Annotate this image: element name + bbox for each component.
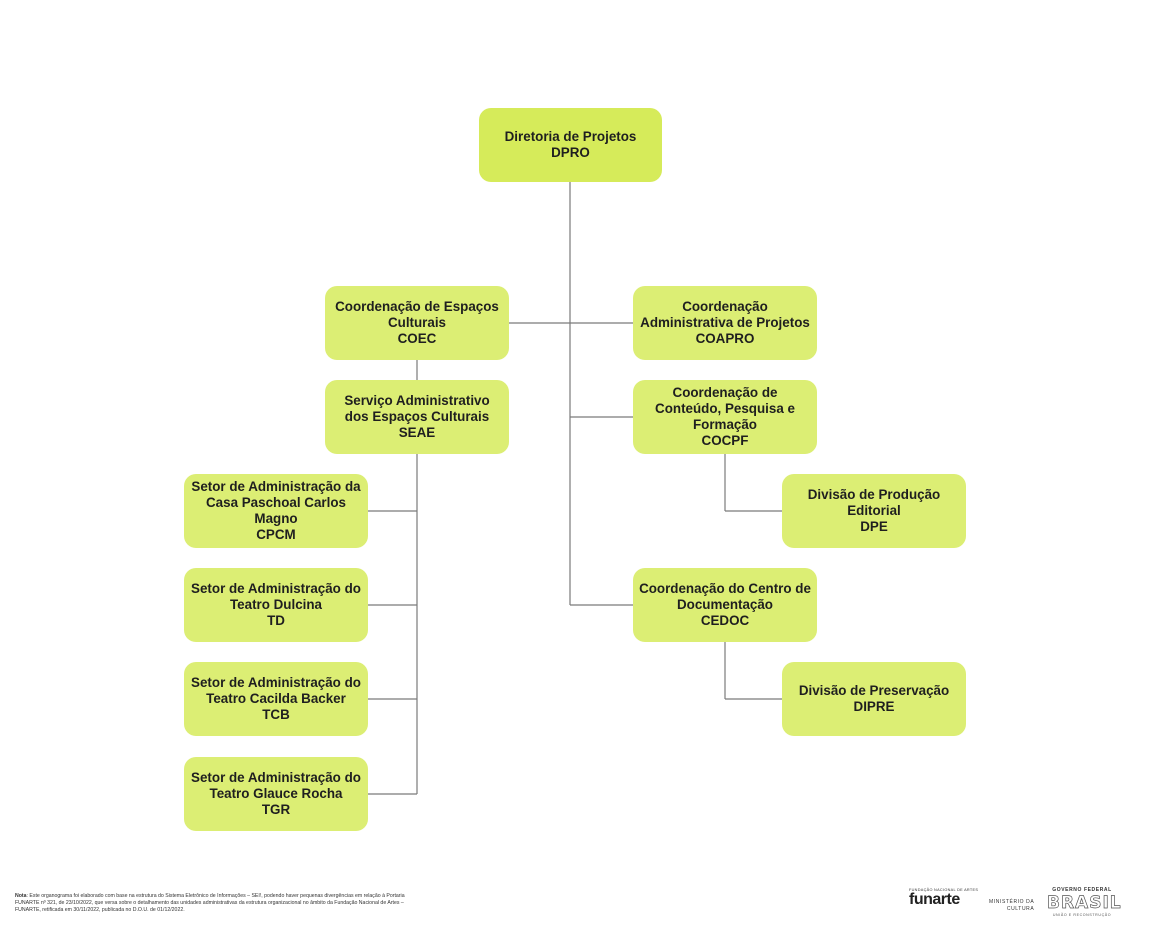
node-td: Setor de Administração do Teatro Dulcina… <box>184 568 368 642</box>
node-cpcm: Setor de Administração da Casa Paschoal … <box>184 474 368 548</box>
node-acronym: COCPF <box>701 433 749 448</box>
node-tcb: Setor de Administração do Teatro Cacilda… <box>184 662 368 736</box>
node-title: Setor de Administração da Casa Paschoal … <box>191 479 361 526</box>
government-logo: GOVERNO FEDERAL BRASIL UNIÃO E RECONSTRU… <box>1047 887 1122 917</box>
node-acronym: DIPRE <box>853 699 895 714</box>
logo-strip: FUNDAÇÃO NACIONAL DE ARTES funarte MINIS… <box>897 884 1125 924</box>
brasil-wordmark: BRASIL <box>1047 893 1122 914</box>
node-acronym: TCB <box>262 707 290 722</box>
government-top-text: GOVERNO FEDERAL <box>1052 887 1112 893</box>
node-acronym: SEAE <box>398 425 436 440</box>
ministry-logo: MINISTÉRIO DA CULTURA <box>989 899 1035 912</box>
node-acronym: COEC <box>397 331 437 346</box>
funarte-wordmark: funarte <box>909 891 960 908</box>
node-cocpf: Coordenação de Conteúdo, Pesquisa e Form… <box>633 380 817 454</box>
node-acronym: DPE <box>860 519 888 534</box>
node-acronym: CEDOC <box>700 613 750 628</box>
node-title: Coordenação Administrativa de Projetos <box>640 299 810 330</box>
node-title: Coordenação de Conteúdo, Pesquisa e Form… <box>655 385 795 432</box>
footnote: Nota: Este organograma foi elaborado com… <box>15 893 410 914</box>
node-title: Setor de Administração do Teatro Dulcina <box>191 581 361 612</box>
node-title: Setor de Administração do Teatro Glauce … <box>191 770 361 801</box>
node-title: Setor de Administração do Teatro Cacilda… <box>191 675 361 706</box>
node-acronym: TD <box>267 613 285 628</box>
node-title: Divisão de Preservação <box>798 683 950 698</box>
node-title: Coordenação do Centro de Documentação <box>639 581 811 612</box>
government-slogan: UNIÃO E RECONSTRUÇÃO <box>1052 913 1112 917</box>
footnote-label: Nota <box>15 893 27 899</box>
footnote-text: : Este organograma foi elaborado com bas… <box>15 893 405 913</box>
node-acronym: DPRO <box>551 145 590 160</box>
node-acronym: COAPRO <box>695 331 755 346</box>
node-acronym: CPCM <box>256 527 296 542</box>
node-seae: Serviço Administrativo dos Espaços Cultu… <box>325 380 509 454</box>
funarte-subtitle: FUNDAÇÃO NACIONAL DE ARTES <box>909 888 979 892</box>
node-tgr: Setor de Administração do Teatro Glauce … <box>184 757 368 831</box>
node-acronym: TGR <box>261 802 291 817</box>
node-title: Serviço Administrativo dos Espaços Cultu… <box>344 393 490 424</box>
node-title: Coordenação de Espaços Culturais <box>335 299 499 330</box>
node-title: Diretoria de Projetos <box>504 129 637 144</box>
funarte-logo: FUNDAÇÃO NACIONAL DE ARTES funarte <box>909 888 978 908</box>
node-title: Divisão de Produção Editorial <box>807 487 941 518</box>
